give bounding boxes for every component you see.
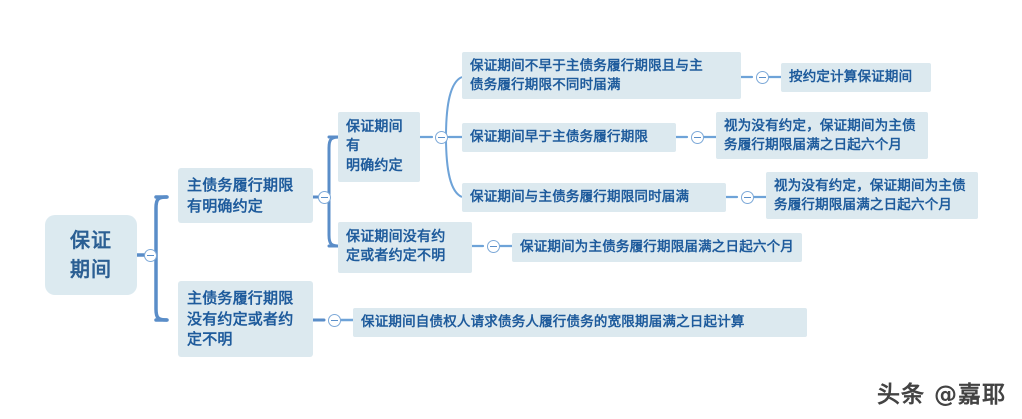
node-same-time-expiry-label: 保证期间与主债务履行期限同时届满 [470, 189, 690, 205]
collapse-toggle-guarantee-unclear[interactable] [487, 240, 500, 253]
watermark: 头条 @嘉耶 [876, 382, 1006, 408]
node-deemed-unagreed-1-label: 视为没有约定，保证期间为主债 务履行期限届满之日起六个月 [724, 118, 916, 153]
collapse-toggle-branch-1[interactable] [318, 191, 331, 204]
collapse-toggle-earlier[interactable] [691, 131, 704, 144]
connector-c1-brace [444, 76, 463, 198]
node-guarantee-period-unclear-label: 保证期间没有约 定或者约定不明 [346, 229, 446, 265]
node-earlier-than[interactable]: 保证期间早于主债务履行期限 [462, 123, 676, 152]
collapse-toggle-guarantee-agreed[interactable] [435, 131, 448, 144]
node-six-months-from-expiry-label: 保证期间为主债务履行期限届满之日起六个月 [520, 239, 794, 255]
collapse-toggle-same-time[interactable] [741, 191, 754, 204]
node-branch-2-label: 主债务履行期限 没有约定或者约 定不明 [187, 289, 294, 349]
collapse-toggle-branch-2[interactable] [328, 314, 341, 327]
collapse-toggle-not-earlier[interactable] [756, 71, 769, 84]
node-grace-period-calc-label: 保证期间自债权人请求债务人履行债务的宽限期届满之日起计算 [361, 314, 745, 330]
node-deemed-unagreed-2-label: 视为没有约定，保证期间为主债 务履行期限届满之日起六个月 [774, 178, 966, 213]
node-branch-1[interactable]: 主债务履行期限 有明确约定 [178, 168, 313, 224]
node-root[interactable]: 保证 期间 [45, 215, 137, 295]
node-calc-as-agreed[interactable]: 按约定计算保证期间 [781, 63, 931, 92]
collapse-toggle-root[interactable] [144, 249, 157, 262]
node-six-months-from-expiry[interactable]: 保证期间为主债务履行期限届满之日起六个月 [512, 233, 802, 262]
node-guarantee-period-agreed[interactable]: 保证期间有 明确约定 [338, 112, 420, 182]
node-deemed-unagreed-1[interactable]: 视为没有约定，保证期间为主债 务履行期限届满之日起六个月 [716, 112, 928, 160]
node-calc-as-agreed-label: 按约定计算保证期间 [789, 69, 913, 85]
node-guarantee-period-unclear[interactable]: 保证期间没有约 定或者约定不明 [338, 222, 472, 273]
connector-root-bracket [154, 195, 168, 322]
node-not-earlier-than-label: 保证期间不早于主债务履行期限且与主 债务履行期限不同时届满 [470, 58, 703, 93]
node-root-label: 保证 期间 [70, 228, 112, 281]
node-branch-1-label: 主债务履行期限 有明确约定 [187, 176, 294, 215]
node-guarantee-period-agreed-label: 保证期间有 明确约定 [346, 119, 403, 174]
node-grace-period-calc[interactable]: 保证期间自债权人请求债务人履行债务的宽限期届满之日起计算 [353, 308, 807, 337]
node-branch-2[interactable]: 主债务履行期限 没有约定或者约 定不明 [178, 281, 313, 358]
node-earlier-than-label: 保证期间早于主债务履行期限 [470, 129, 649, 145]
node-not-earlier-than[interactable]: 保证期间不早于主债务履行期限且与主 债务履行期限不同时届满 [462, 52, 741, 100]
node-deemed-unagreed-2[interactable]: 视为没有约定，保证期间为主债 务履行期限届满之日起六个月 [766, 172, 978, 220]
node-same-time-expiry[interactable]: 保证期间与主债务履行期限同时届满 [462, 183, 726, 212]
